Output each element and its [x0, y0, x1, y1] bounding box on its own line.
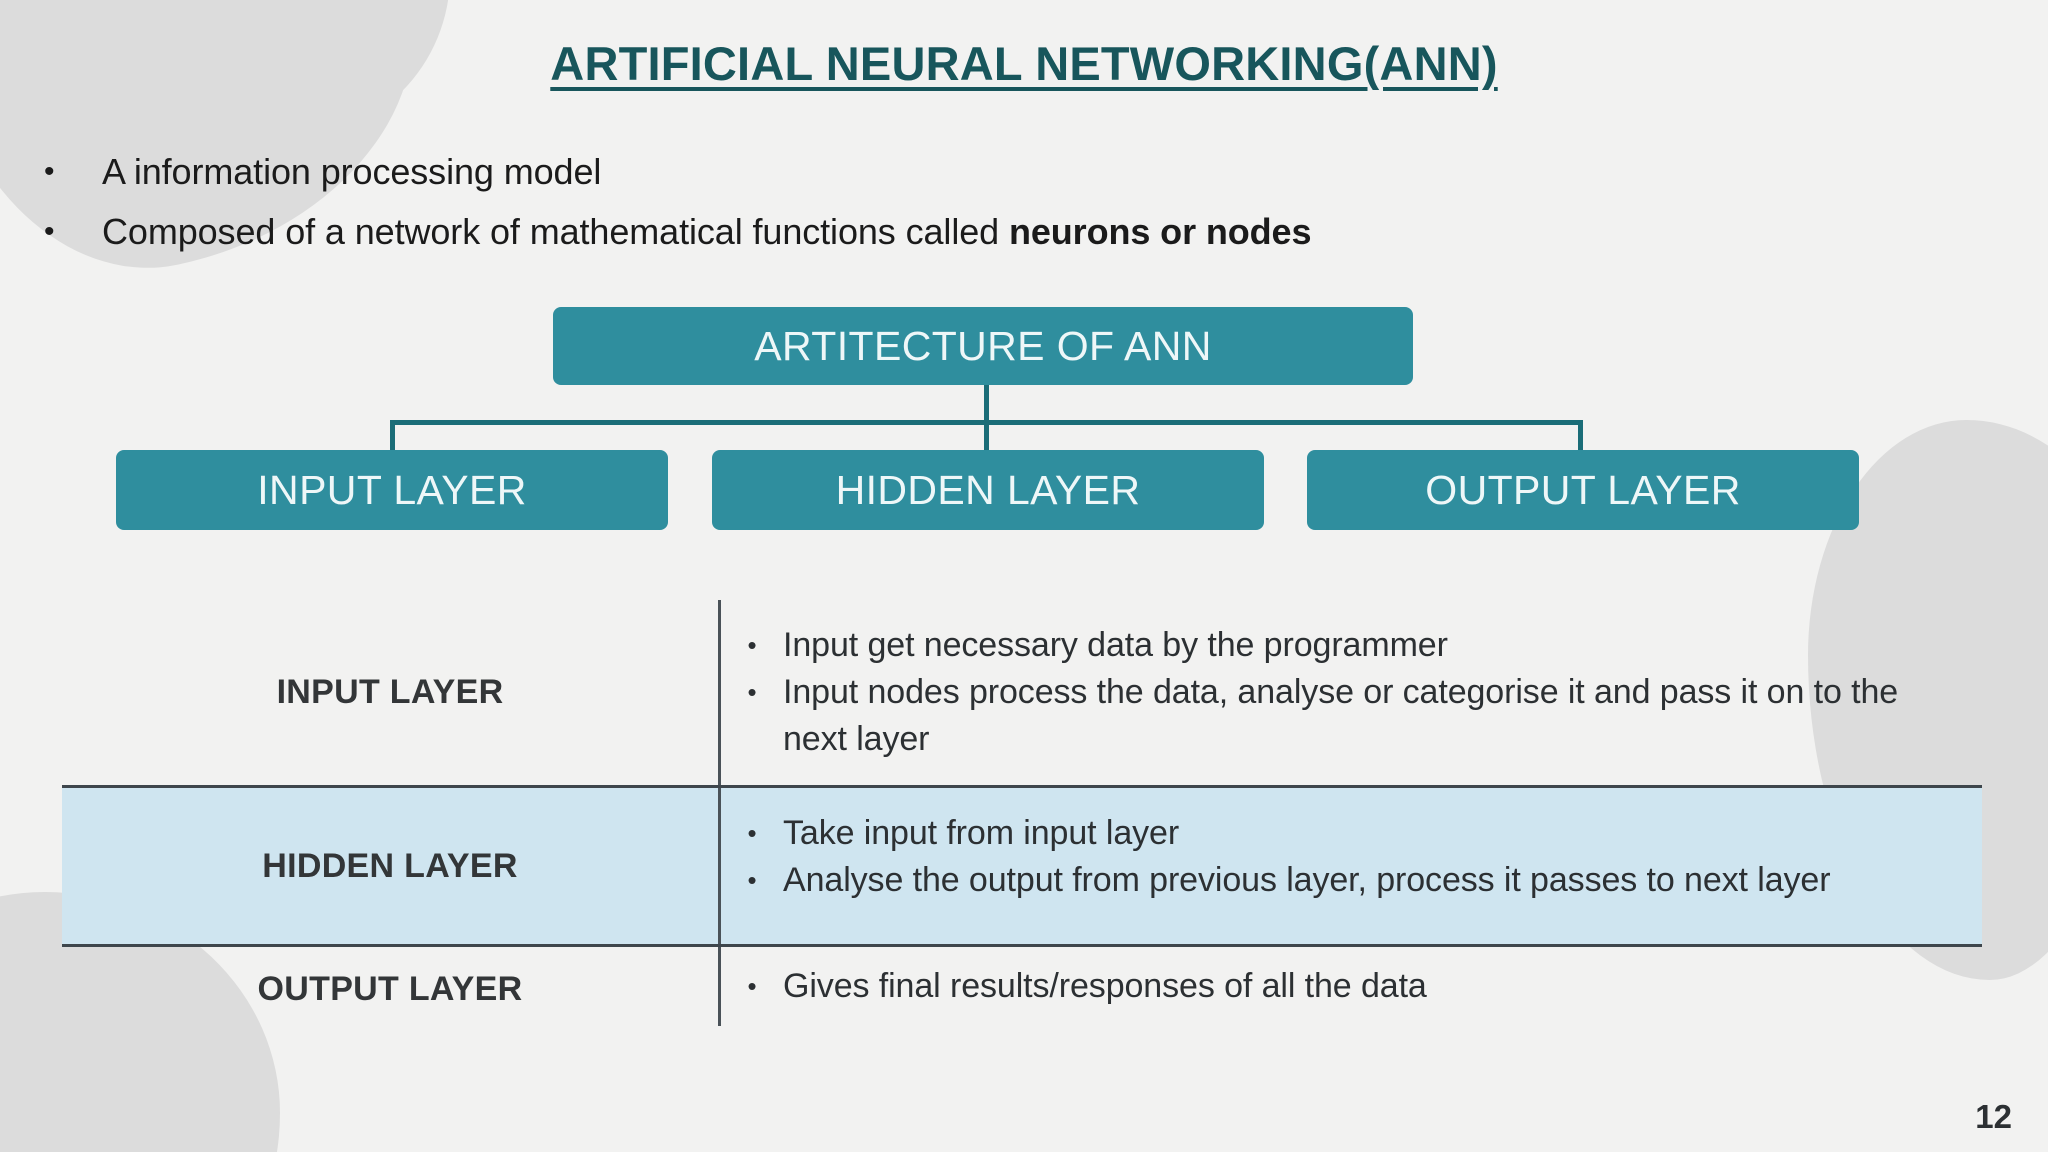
intro-bullet-emphasis: neurons or nodes [1008, 211, 1312, 252]
table-point-text: Gives final results/responses of all the… [783, 967, 1427, 1005]
connector-drop-left [390, 420, 395, 452]
table-row-divider [62, 785, 1982, 788]
bullet-icon: • [747, 865, 757, 895]
table-row-label: HIDDEN LAYER [262, 846, 518, 885]
list-item: • Input nodes process the data, analyse … [721, 669, 1966, 763]
architecture-box-input[interactable]: INPUT LAYER [116, 450, 668, 530]
bullet-icon: • [747, 971, 757, 1001]
intro-bullet-text-2: Composed of a network of mathematical fu… [102, 211, 1312, 252]
page-number: 12 [1975, 1098, 2012, 1135]
connector-drop-right [1578, 420, 1583, 452]
architecture-box-hidden[interactable]: HIDDEN LAYER [712, 450, 1264, 530]
list-item: • Input get necessary data by the progra… [721, 622, 1966, 669]
table-row: INPUT LAYER • Input get necessary data b… [62, 600, 1982, 785]
intro-bullet-list: • A information processing model • Compo… [44, 150, 1944, 270]
table-row-description: • Gives final results/responses of all t… [718, 947, 1982, 1026]
table-row-description: • Input get necessary data by the progra… [718, 600, 1982, 785]
bullet-icon: • [747, 677, 757, 707]
layer-description-table: INPUT LAYER • Input get necessary data b… [62, 600, 1982, 1026]
table-point-text: Input get necessary data by the programm… [783, 626, 1448, 664]
connector-drop-middle [984, 420, 989, 452]
table-row: HIDDEN LAYER • Take input from input lay… [62, 788, 1982, 944]
table-row-description: • Take input from input layer • Analyse … [718, 788, 1982, 944]
table-row-label: OUTPUT LAYER [257, 970, 523, 1008]
list-item: • A information processing model [44, 150, 1944, 194]
table-point-text: Input nodes process the data, analyse or… [783, 673, 1899, 758]
list-item: • Take input from input layer [721, 810, 1966, 857]
architecture-box-output[interactable]: OUTPUT LAYER [1307, 450, 1859, 530]
connector-vertical-root [984, 385, 989, 423]
bullet-icon: • [747, 818, 757, 848]
bullet-icon: • [747, 630, 757, 660]
list-item: • Composed of a network of mathematical … [44, 210, 1944, 254]
list-item: • Analyse the output from previous layer… [721, 857, 1966, 904]
bullet-icon: • [44, 155, 55, 188]
table-row-divider [62, 944, 1982, 947]
table-point-text: Analyse the output from previous layer, … [783, 861, 1831, 899]
bullet-icon: • [44, 215, 55, 248]
intro-bullet-text-1: A information processing model [102, 151, 602, 192]
page-title: ARTIFICIAL NEURAL NETWORKING(ANN) [550, 37, 1498, 90]
architecture-root-box[interactable]: ARTITECTURE OF ANN [553, 307, 1413, 385]
table-row: OUTPUT LAYER • Gives final results/respo… [62, 947, 1982, 1026]
table-row-label: INPUT LAYER [276, 673, 504, 711]
table-point-text: Take input from input layer [783, 814, 1180, 852]
list-item: • Gives final results/responses of all t… [721, 963, 1966, 1010]
